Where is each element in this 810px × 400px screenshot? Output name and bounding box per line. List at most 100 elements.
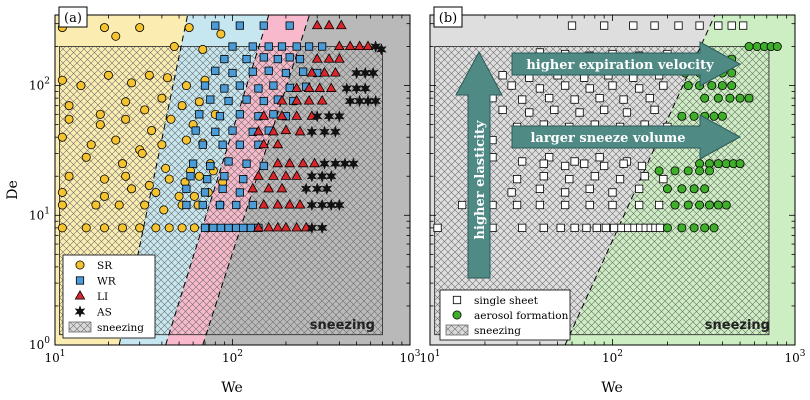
data-point-li bbox=[314, 82, 326, 92]
data-point-wr bbox=[264, 42, 273, 51]
data-point-wr bbox=[259, 161, 268, 171]
data-point-aerosol-formation bbox=[707, 81, 717, 91]
panel-label-box-b bbox=[433, 6, 463, 28]
data-point-sr bbox=[135, 223, 145, 233]
data-point-single-sheet bbox=[655, 223, 665, 232]
data-point-sr bbox=[157, 140, 167, 150]
data-point-wr bbox=[285, 53, 294, 62]
data-point-single-sheet bbox=[650, 21, 659, 30]
data-point-li bbox=[291, 110, 303, 120]
data-point-single-sheet bbox=[556, 223, 565, 232]
data-point-aerosol-formation bbox=[683, 200, 693, 210]
data-point-single-sheet bbox=[585, 200, 594, 210]
data-point-wr bbox=[215, 112, 225, 121]
data-point-sr bbox=[177, 101, 187, 111]
data-point-wr bbox=[232, 200, 241, 210]
data-point-sr bbox=[64, 101, 74, 111]
annotation-arrows-b: higher expiration velocity larger sneeze… bbox=[455, 41, 742, 279]
data-point-sr bbox=[103, 70, 113, 80]
legend-marker bbox=[74, 289, 86, 300]
data-point-aerosol-formation bbox=[700, 184, 710, 194]
data-point-li bbox=[253, 221, 264, 232]
data-point-wr bbox=[211, 21, 220, 30]
data-point-li bbox=[258, 198, 270, 209]
data-point-as bbox=[347, 157, 359, 171]
panel-label-a: (a) bbox=[64, 11, 82, 26]
data-point-wr bbox=[216, 223, 225, 232]
data-point-wr bbox=[246, 223, 256, 232]
y-axis-label-a: De bbox=[5, 180, 21, 200]
data-point-single-sheet bbox=[727, 21, 736, 30]
data-point-single-sheet bbox=[659, 175, 668, 184]
data-point-sr bbox=[114, 200, 124, 210]
data-point-li bbox=[291, 170, 303, 180]
data-point-aerosol-formation bbox=[713, 93, 723, 103]
data-point-sr bbox=[137, 148, 147, 158]
data-point-li bbox=[297, 157, 309, 168]
data-point-as bbox=[370, 40, 382, 53]
data-point-as bbox=[370, 94, 382, 108]
data-point-wr bbox=[189, 159, 198, 168]
data-point-single-sheet bbox=[580, 159, 589, 168]
data-point-single-sheet bbox=[535, 184, 544, 193]
data-point-wr bbox=[292, 42, 301, 51]
data-point-wr bbox=[198, 140, 207, 149]
data-point-wr bbox=[195, 110, 204, 119]
data-point-sr bbox=[57, 132, 67, 142]
legend-label: WR bbox=[97, 276, 117, 288]
data-point-wr bbox=[285, 21, 294, 30]
data-point-as bbox=[329, 125, 341, 139]
data-point-sr bbox=[144, 180, 154, 190]
data-point-single-sheet bbox=[535, 84, 544, 93]
data-point-single-sheet bbox=[512, 175, 522, 184]
data-point-sr bbox=[147, 126, 157, 136]
data-point-aerosol-formation bbox=[677, 223, 687, 233]
data-point-single-sheet bbox=[629, 21, 638, 30]
data-point-wr bbox=[259, 21, 268, 30]
data-point-single-sheet bbox=[650, 105, 659, 114]
data-point-wr bbox=[285, 83, 294, 92]
data-point-single-sheet bbox=[739, 21, 748, 30]
data-point-wr bbox=[318, 42, 327, 51]
data-point-wr bbox=[304, 42, 314, 51]
data-point-li bbox=[272, 138, 284, 149]
data-point-li bbox=[284, 157, 296, 168]
data-point-as bbox=[306, 169, 318, 183]
data-point-single-sheet bbox=[433, 223, 442, 232]
data-point-as bbox=[333, 109, 345, 123]
data-point-wr bbox=[235, 81, 244, 90]
data-point-li bbox=[344, 40, 356, 51]
data-point-li bbox=[323, 53, 335, 63]
data-point-aerosol-formation bbox=[744, 93, 754, 103]
data-point-as bbox=[321, 182, 333, 196]
data-point-wr bbox=[239, 223, 248, 232]
data-point-aerosol-formation bbox=[670, 200, 680, 210]
data-point-aerosol-formation bbox=[709, 111, 719, 121]
y-tick-label: 102 bbox=[29, 77, 50, 93]
data-point-single-sheet bbox=[619, 95, 628, 104]
data-point-sr bbox=[99, 174, 109, 184]
data-point-li bbox=[263, 221, 275, 232]
data-point-li bbox=[323, 19, 335, 30]
data-point-sr bbox=[76, 81, 86, 91]
data-point-single-sheet bbox=[561, 161, 570, 171]
x-tick-label: 102 bbox=[602, 349, 623, 365]
data-point-as bbox=[333, 198, 345, 212]
data-point-wr bbox=[242, 95, 251, 104]
data-point-sr bbox=[91, 200, 101, 210]
data-point-sr bbox=[184, 23, 194, 33]
data-point-sr bbox=[151, 223, 161, 233]
boundary-li-as bbox=[202, 15, 310, 345]
data-point-aerosol-formation bbox=[735, 159, 745, 169]
data-point-li bbox=[303, 95, 315, 105]
data-point-single-sheet bbox=[561, 200, 570, 210]
x-axis-label-b: We bbox=[601, 380, 623, 396]
data-point-aerosol-formation bbox=[704, 166, 714, 176]
data-point-li bbox=[311, 53, 323, 63]
data-point-single-sheet bbox=[507, 81, 516, 90]
data-point-li bbox=[280, 221, 292, 232]
data-point-aerosol-formation bbox=[744, 42, 754, 52]
legend-marker bbox=[75, 276, 85, 285]
